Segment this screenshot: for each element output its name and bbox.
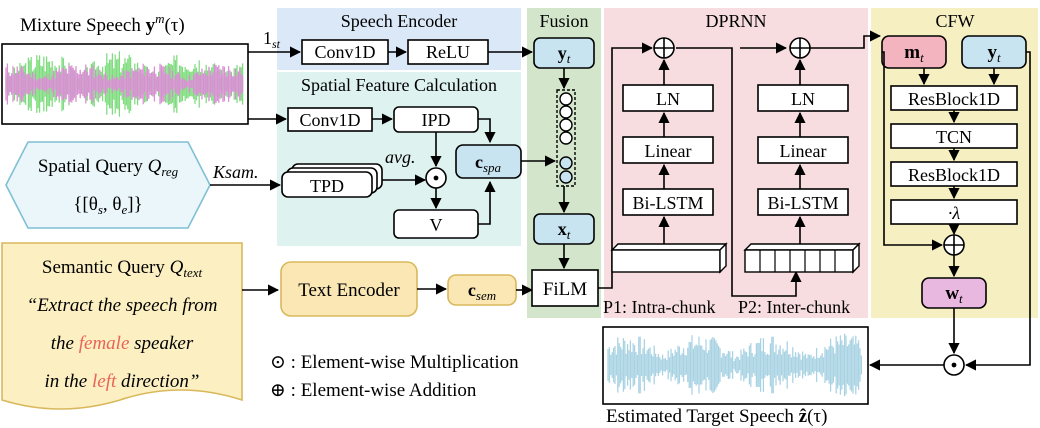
p2-bilstm-label: Bi-LSTM	[767, 193, 838, 213]
cfw-res1-label: ResBlock1D	[908, 89, 1000, 109]
spatial-query-label: Spatial Query Qreg	[38, 156, 179, 179]
arrow-film-p1	[598, 42, 654, 289]
p2-linear-label: Linear	[780, 141, 827, 161]
fusion-vector-cells	[559, 92, 573, 184]
arrow-ipd-cspa	[478, 118, 496, 144]
encoder-relu-box	[407, 39, 489, 65]
cfw-yt-label: yt	[987, 42, 1001, 65]
p2-linear-box	[757, 136, 849, 164]
encoder-relu-label: ReLU	[426, 42, 470, 62]
multiply-dot-spatial	[433, 175, 439, 181]
p2-tensor-side	[852, 242, 860, 274]
cfw-mt-label: mt	[904, 42, 924, 65]
output-waveform	[607, 333, 863, 397]
cfw-wt-label: wt	[945, 283, 963, 306]
p1-tensor-top	[610, 243, 728, 251]
vector-cell	[559, 118, 573, 132]
semantic-query-label: Semantic Query Qtext	[42, 257, 203, 280]
arrow-mt-skip	[882, 51, 944, 251]
semantic-query-line1: “Extract the speech from	[27, 295, 218, 316]
arrow-v-cspa	[478, 180, 496, 225]
spatial-query-set: {[θs, θe]}	[73, 194, 142, 217]
highlight-left: left	[92, 371, 117, 392]
spatial-conv1d-label: Conv1D	[299, 110, 360, 130]
vector-cell-spatial	[559, 156, 573, 170]
cfw-tcn-box	[890, 123, 1018, 149]
p1-ln-box	[622, 84, 714, 112]
legend-multiply: ⊙ : Element-wise Multiplication	[270, 352, 519, 373]
p1-tensor-side	[719, 242, 727, 274]
spatial-title: Spatial Feature Calculation	[301, 75, 497, 95]
tpd-label: TPD	[310, 176, 344, 196]
p2-tensor-front	[744, 249, 854, 273]
p1-bilstm-label: Bi-LSTM	[632, 193, 703, 213]
encoder-conv1d-box	[301, 39, 389, 65]
fusion-yt-label: yt	[558, 43, 571, 66]
p1-caption: P1: Intra-chunk	[603, 297, 715, 317]
cspa-label: cspa	[475, 152, 502, 175]
first-channel-label: 1st	[263, 28, 281, 51]
arrow-dprnn-mt	[810, 30, 882, 49]
p1-tensor-front	[611, 249, 721, 273]
multiply-dot-output	[951, 362, 957, 368]
p2-ln-box	[757, 84, 849, 112]
p1-bilstm-box	[622, 188, 714, 216]
tpd-box	[281, 171, 373, 198]
p1-ln-label: LN	[656, 89, 680, 109]
vector-cell	[559, 92, 573, 106]
encoder-title: Speech Encoder	[341, 11, 457, 31]
arrow-yt-out-mult	[964, 51, 1031, 371]
text-encoder-label: Text Encoder	[298, 280, 400, 301]
p2-caption: P2: Inter-chunk	[738, 297, 850, 317]
output-label: Estimated Target Speech ẑ(τ)	[606, 406, 827, 427]
vector-cell	[559, 131, 573, 145]
arrow-p1-p2	[676, 47, 802, 297]
fusion-vector-frame	[556, 89, 576, 187]
ipd-label: IPD	[421, 110, 450, 130]
vector-cell	[559, 105, 573, 119]
vector-cell-spatial	[559, 170, 573, 184]
input-title: Mixture Speech ym(τ)	[20, 11, 185, 36]
cfw-tcn-label: TCN	[936, 127, 972, 147]
avg-label: avg.	[385, 147, 416, 167]
p2-ln-label: LN	[791, 89, 815, 109]
spatial-query-hexagon	[5, 141, 211, 229]
cfw-lambda-box	[890, 199, 1018, 225]
encoder-conv1d-label: Conv1D	[314, 42, 375, 62]
semantic-query-card	[1, 242, 243, 410]
ksam-label: Ksam.	[212, 162, 259, 182]
dprnn-title: DPRNN	[705, 11, 766, 31]
semantic-query-line2: the female speaker	[51, 333, 194, 354]
p2-tensor-segments	[759, 250, 836, 272]
fusion-xt-label: xt	[558, 219, 571, 242]
csem-label: csem	[468, 280, 496, 303]
p1-linear-label: Linear	[645, 141, 692, 161]
v-label: V	[430, 215, 443, 235]
cfw-lambda-label: ·λ	[948, 203, 961, 223]
mixture-waveform	[5, 51, 244, 117]
p2-bilstm-box	[757, 188, 849, 216]
p1-linear-box	[622, 136, 714, 164]
film-label: FiLM	[543, 279, 587, 300]
highlight-female: female	[79, 333, 130, 354]
legend-add: ⊕ : Element-wise Addition	[270, 380, 477, 401]
fusion-title: Fusion	[539, 11, 588, 31]
cfw-title: CFW	[935, 11, 974, 31]
p2-tensor-top	[743, 243, 861, 251]
semantic-query-line3: in the left direction”	[45, 371, 200, 392]
cfw-res2-label: ResBlock1D	[908, 165, 1000, 185]
